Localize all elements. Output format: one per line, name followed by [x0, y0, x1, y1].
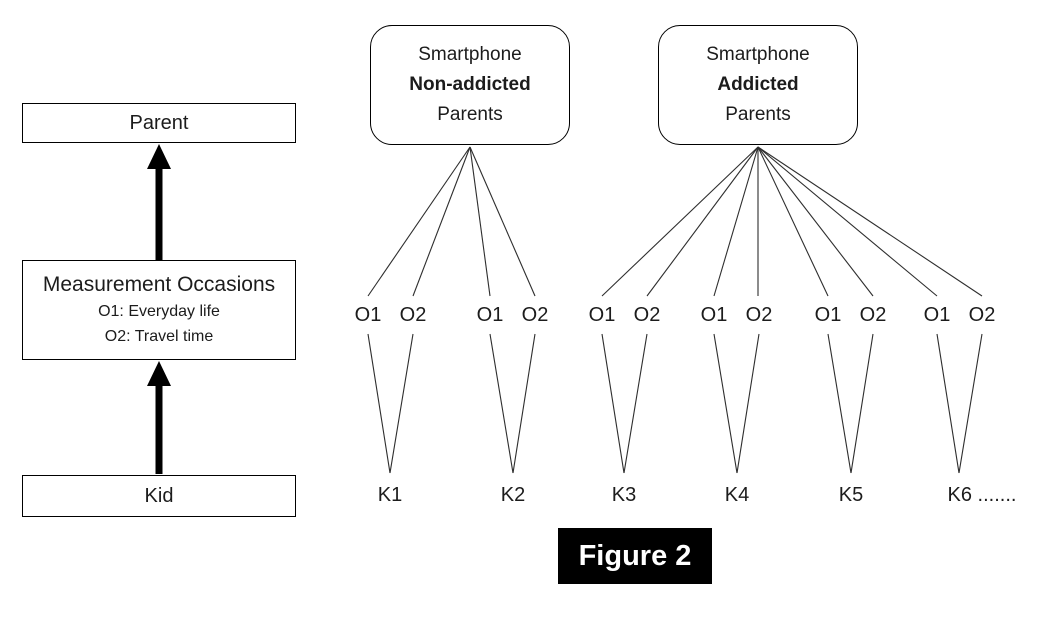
group2-line1: Smartphone	[706, 44, 810, 65]
figure-caption-text: Figure 2	[578, 539, 692, 572]
occasion-label-o1-k3: O1	[588, 304, 616, 326]
group2-line2: Addicted	[717, 74, 799, 95]
occasion-label-o2-k1: O2	[399, 304, 427, 326]
non-addicted-parents-box: Smartphone Non-addicted Parents	[370, 25, 570, 145]
addicted-parents-box: Smartphone Addicted Parents	[658, 25, 858, 145]
kid-label-k6: K6 .......	[947, 484, 1017, 506]
arrow-measurement-to-parent	[147, 144, 171, 260]
measurement-item-o2: O2: Travel time	[104, 328, 214, 345]
group1-line3: Parents	[437, 104, 503, 125]
measurement-occasions-box: Measurement Occasions O1: Everyday life …	[22, 260, 296, 360]
occasion-label-o2-k2: O2	[521, 304, 549, 326]
kid-box: Kid	[22, 475, 296, 517]
group2-line3: Parents	[725, 104, 791, 125]
occasion-to-kid-lines	[367, 333, 983, 474]
occasion-label-o1-k5: O1	[814, 304, 842, 326]
figure-caption: Figure 2	[558, 528, 712, 584]
kid-label-k3: K3	[611, 484, 637, 506]
measurement-box-title: Measurement Occasions	[42, 273, 276, 296]
parent-box: Parent	[22, 103, 296, 143]
fan-lines-group-1	[367, 146, 536, 297]
occasion-label-o2-k4: O2	[745, 304, 773, 326]
kid-label-k4: K4	[724, 484, 750, 506]
kid-label-k1: K1	[377, 484, 403, 506]
occasion-label-o2-k5: O2	[859, 304, 887, 326]
occasion-label-o2-k6: O2	[968, 304, 996, 326]
measurement-item-o1: O1: Everyday life	[98, 303, 220, 320]
occasion-label-o1-k4: O1	[700, 304, 728, 326]
occasion-label-o1-k6: O1	[923, 304, 951, 326]
group1-line1: Smartphone	[418, 44, 522, 65]
kid-label-k2: K2	[500, 484, 526, 506]
arrow-kid-to-measurement	[147, 361, 171, 474]
kid-label-k5: K5	[838, 484, 864, 506]
occasion-label-o2-k3: O2	[633, 304, 661, 326]
group1-line2: Non-addicted	[409, 74, 531, 95]
fan-lines-group-2	[601, 146, 983, 297]
parent-box-label: Parent	[129, 111, 189, 134]
occasion-label-o1-k2: O1	[476, 304, 504, 326]
kid-box-label: Kid	[144, 484, 174, 507]
occasion-label-o1-k1: O1	[354, 304, 382, 326]
